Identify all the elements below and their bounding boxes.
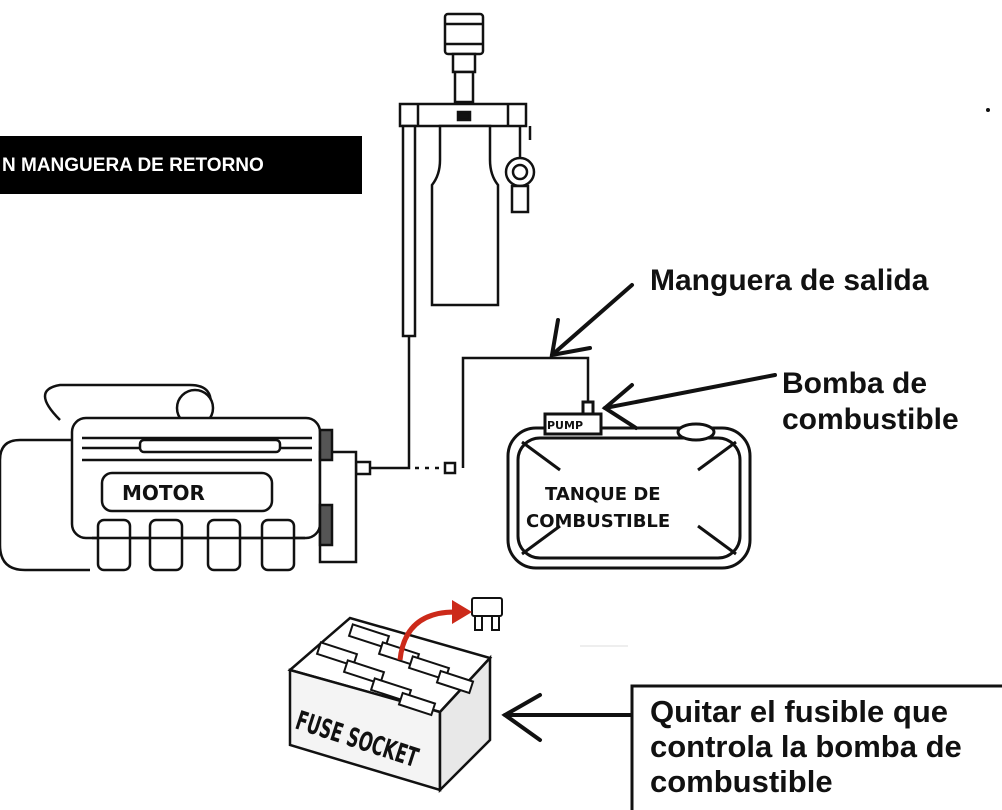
fuel-tank-illustration — [506, 400, 752, 570]
fuel-pump-label-line1: Bomba de — [782, 367, 927, 400]
engine-illustration — [0, 383, 358, 572]
instruction-box: Quitar el fusible que controla la bomba … — [630, 684, 1002, 810]
instruction-line3: combustible — [650, 764, 833, 799]
return-hose-banner: N MANGUERA DE RETORNO — [0, 136, 362, 194]
tank-label-line2: COMBUSTIBLE — [526, 511, 670, 532]
instruction-line2: controla la bomba de — [650, 729, 962, 764]
banner-text: N MANGUERA DE RETORNO — [2, 155, 264, 176]
fuse-socket-illustration — [287, 616, 493, 794]
outlet-hose-label: Manguera de salida — [650, 264, 929, 297]
instruction-line1: Quitar el fusible que — [650, 694, 948, 729]
pointer-arrows — [501, 283, 777, 742]
tank-label-line1: TANQUE DE — [545, 484, 661, 505]
engine-label: MOTOR — [122, 481, 205, 505]
pump-tag-label: PUMP — [547, 419, 583, 432]
stray-dot — [986, 108, 990, 112]
fuse-icon — [471, 597, 503, 631]
remove-fuse-arrow-icon — [397, 600, 472, 661]
pressure-tester-icon — [398, 12, 536, 462]
fuel-pump-label-line2: combustible — [782, 403, 959, 436]
fuel-lines — [354, 356, 590, 476]
